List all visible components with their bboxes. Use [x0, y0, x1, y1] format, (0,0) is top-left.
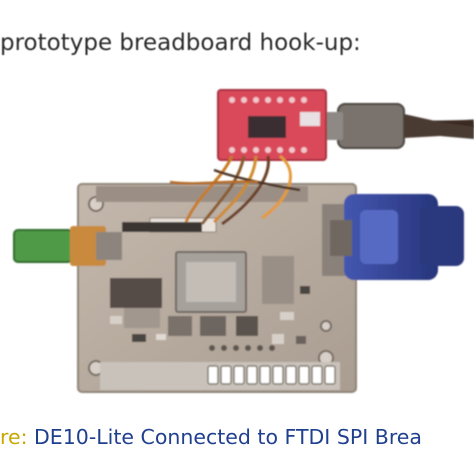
cut-off-previous-line [60, 0, 360, 6]
figure-caption: re: DE10-Lite Connected to FTDI SPI Brea [0, 425, 422, 449]
breadboard-photo [0, 72, 474, 398]
dip-switch-row [207, 365, 336, 385]
figure-caption-text: DE10-Lite Connected to FTDI SPI Brea [27, 425, 422, 449]
usb-connector-green [14, 230, 72, 262]
usb-plug-icon [337, 103, 405, 149]
section-heading: prototype breadboard hook-up: [0, 30, 361, 56]
figure-caption-lead: re: [0, 425, 28, 449]
